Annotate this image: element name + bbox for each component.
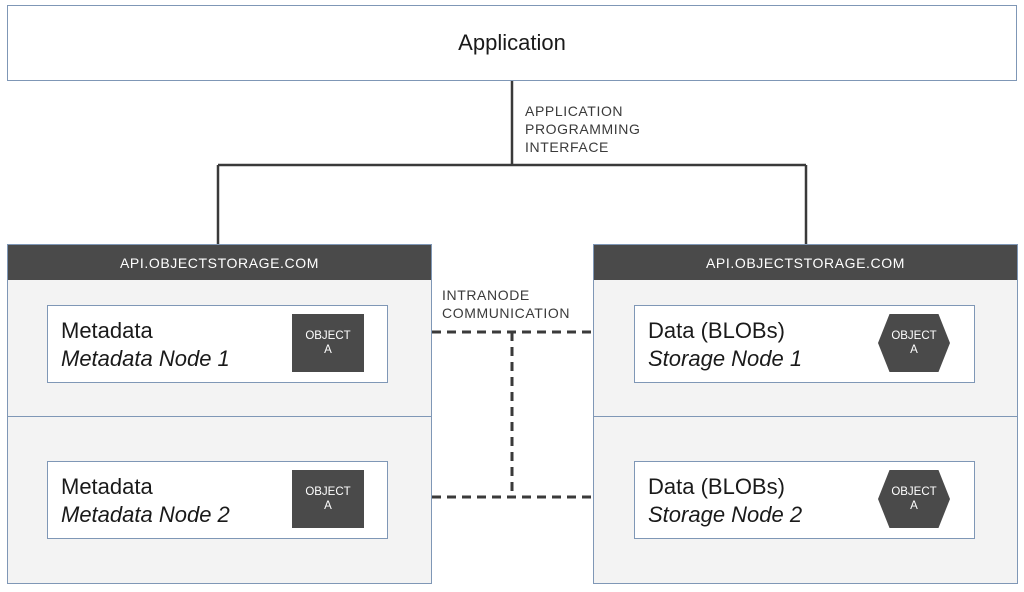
node-subtitle: Storage Node 1	[648, 346, 803, 371]
node-subtitle: Metadata Node 2	[61, 502, 230, 527]
storage-column-header-label: API.OBJECTSTORAGE.COM	[705, 254, 906, 271]
object-label: OBJECT	[305, 330, 351, 342]
object-a-hexagon: OBJECT A	[878, 314, 950, 372]
storage-column-header: API.OBJECTSTORAGE.COM	[594, 245, 1017, 280]
object-label: OBJECT	[891, 486, 937, 498]
object-id: A	[324, 500, 332, 512]
intranode-label: INTRANODE COMMUNICATION	[442, 287, 571, 321]
node-subtitle: Metadata Node 1	[61, 346, 230, 371]
storage-column: API.OBJECTSTORAGE.COM Data (BLOBs) Stora…	[593, 244, 1018, 584]
object-a-hexagon: OBJECT A	[878, 470, 950, 528]
node-title: Data (BLOBs)	[648, 318, 785, 343]
object-id: A	[324, 344, 332, 356]
storage-node-2-card: Data (BLOBs) Storage Node 2 OBJECT A	[634, 461, 975, 539]
object-a-square: OBJECT A	[292, 470, 364, 528]
object-id: A	[910, 500, 918, 512]
node-subtitle: Storage Node 2	[648, 502, 803, 527]
application-box: Application	[7, 5, 1017, 81]
metadata-column-header: API.OBJECTSTORAGE.COM	[8, 245, 431, 280]
metadata-node-1-card: Metadata Metadata Node 1 OBJECT A	[47, 305, 388, 383]
node-title: Metadata	[61, 318, 153, 343]
object-a-square: OBJECT A	[292, 314, 364, 372]
api-label: APPLICATION PROGRAMMING INTERFACE	[525, 103, 641, 155]
metadata-column: API.OBJECTSTORAGE.COM Metadata Metadata …	[7, 244, 432, 584]
storage-node-1-card: Data (BLOBs) Storage Node 1 OBJECT A	[634, 305, 975, 383]
metadata-node-2-card: Metadata Metadata Node 2 OBJECT A	[47, 461, 388, 539]
object-id: A	[910, 344, 918, 356]
node-title: Data (BLOBs)	[648, 474, 785, 499]
object-label: OBJECT	[891, 330, 937, 342]
metadata-column-header-label: API.OBJECTSTORAGE.COM	[119, 254, 320, 271]
column-divider	[8, 416, 431, 417]
application-label: Application	[458, 30, 566, 55]
column-divider	[594, 416, 1017, 417]
object-label: OBJECT	[305, 486, 351, 498]
node-title: Metadata	[61, 474, 153, 499]
